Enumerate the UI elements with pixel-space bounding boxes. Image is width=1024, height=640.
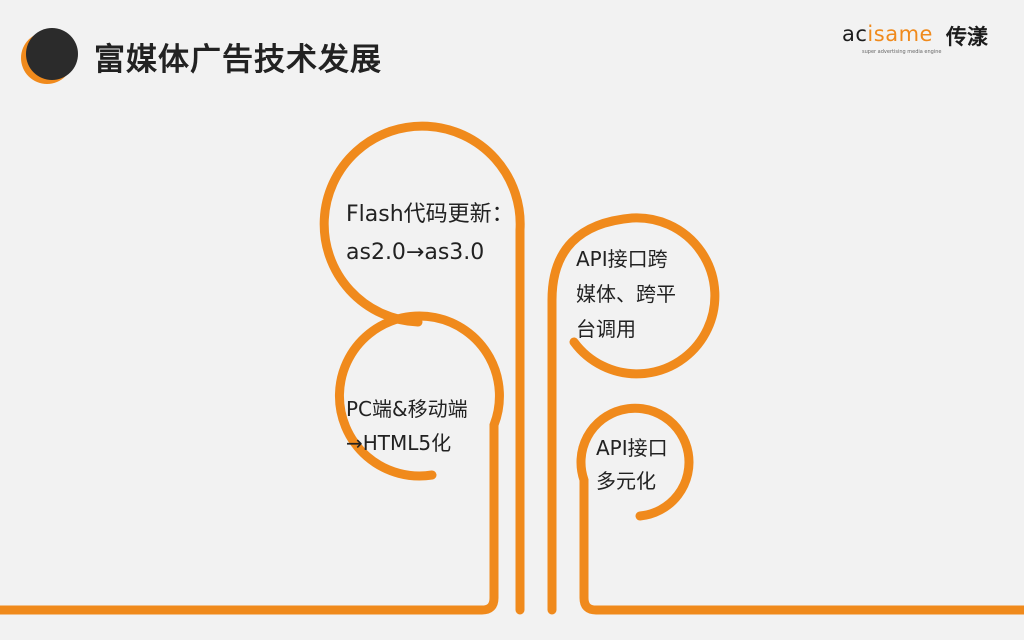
- branch-api-cross: [547, 213, 720, 615]
- logo-wordmark-prefix: ac: [842, 22, 868, 46]
- logo-wordmark-suffix: isame: [867, 22, 933, 46]
- title-bullet-disc: [26, 28, 78, 80]
- branch-api-multi: [576, 403, 1024, 615]
- branch-flash: [319, 121, 525, 615]
- node-api-multi-line2: 多元化: [596, 469, 656, 493]
- node-api-cross-line2: 媒体、跨平: [576, 282, 676, 306]
- node-html5-line1: PC端&移动端: [346, 397, 468, 421]
- acisame-logo: acisame 传漾 super advertising media engin…: [842, 20, 1002, 60]
- node-flash-line1: Flash代码更新：: [346, 202, 514, 227]
- node-html5-line2: →HTML5化: [346, 431, 452, 455]
- node-api-multi-line1: API接口: [596, 436, 668, 460]
- logo-tagline: super advertising media engine: [862, 49, 942, 55]
- node-api-cross-line3: 台调用: [576, 317, 636, 341]
- node-html5-text: PC端&移动端 →HTML5化: [346, 392, 468, 460]
- node-api-cross-text: API接口跨 媒体、跨平 台调用: [576, 242, 676, 347]
- logo-wordmark: acisame: [842, 22, 933, 46]
- node-api-cross-line1: API接口跨: [576, 247, 668, 271]
- page-title: 富媒体广告技术发展: [94, 42, 382, 78]
- logo-chinese-name: 传漾: [946, 25, 988, 49]
- branch-html5: [0, 311, 504, 615]
- node-api-multi-text: API接口 多元化: [596, 432, 668, 498]
- node-flash-line2: as2.0→as3.0: [346, 240, 485, 265]
- node-flash-text: Flash代码更新： as2.0→as3.0: [346, 196, 514, 272]
